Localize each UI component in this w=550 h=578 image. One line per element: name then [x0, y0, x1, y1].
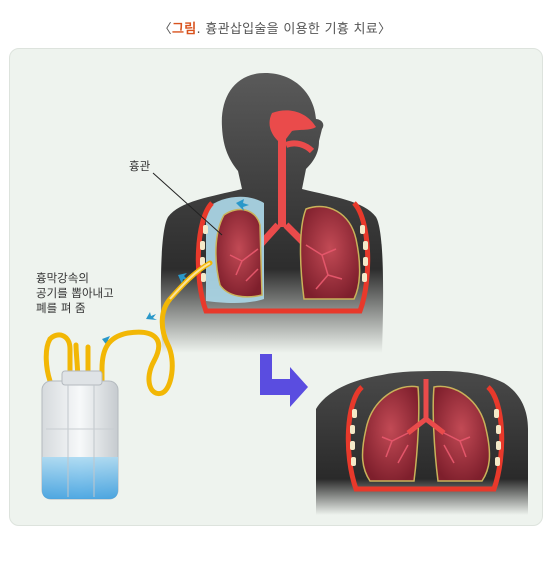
drainage-explanation-label: 흉막강속의 공기를 뽑아내고 폐를 펴 줌	[36, 271, 114, 316]
illustration-panel: 흉관 흉막강속의 공기를 뽑아내고 폐를 펴 줌	[9, 48, 543, 526]
caption-separator: .	[196, 22, 206, 37]
drainage-label-line-2: 공기를 뽑아내고	[36, 286, 114, 300]
normal-lung-upper	[299, 205, 361, 300]
caption-close-bracket: 〉	[378, 22, 392, 37]
reexpanded-lungs	[361, 379, 491, 482]
drainage-label-line-1: 흉막강속의	[36, 271, 89, 285]
label-pointer-line	[152, 172, 223, 236]
drainage-label-line-3: 폐를 펴 줌	[36, 301, 86, 315]
chest-tube-label: 흉관	[129, 159, 151, 173]
caption-figure-label: 그림	[171, 22, 197, 37]
figure-caption: 〈그림. 흉관삽입술을 이용한 기흉 치료〉	[0, 18, 550, 37]
result-arrow	[260, 354, 308, 407]
drainage-bottle	[41, 370, 119, 500]
ribcage-lower	[345, 385, 505, 492]
collapsed-lung	[215, 208, 263, 298]
caption-title: 흉관삽입술을 이용한 기흉 치료	[205, 22, 379, 37]
chest-tube-illustration	[41, 73, 528, 515]
caption-open-bracket: 〈	[158, 22, 172, 37]
ribcage-upper	[195, 201, 371, 314]
